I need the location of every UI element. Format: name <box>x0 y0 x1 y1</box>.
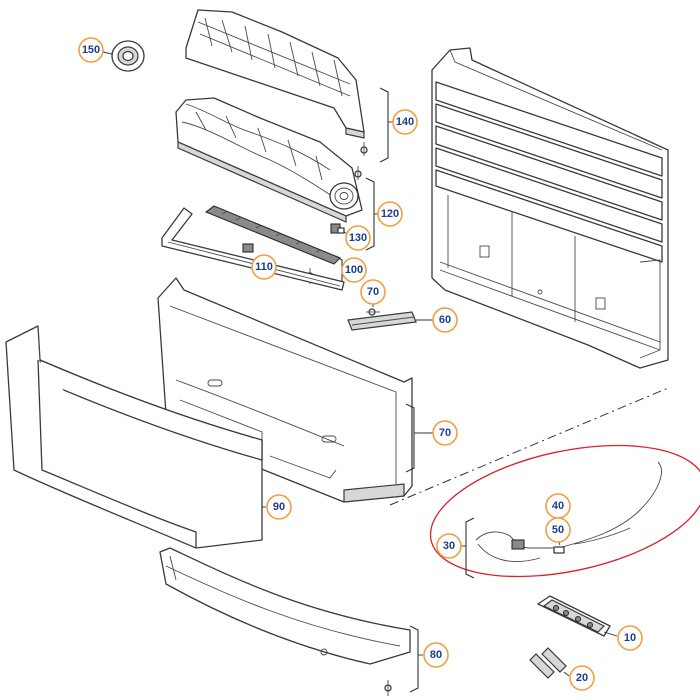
screw-part <box>366 308 380 316</box>
callout-90: 90 <box>266 494 292 520</box>
callout-140: 140 <box>392 109 418 135</box>
svg-text:50: 50 <box>552 524 564 536</box>
svg-text:100: 100 <box>345 264 363 276</box>
svg-text:70: 70 <box>439 427 451 439</box>
callout-110: 110 <box>251 254 277 280</box>
callout-60: 60 <box>432 307 458 333</box>
wiring-highlight <box>429 444 700 578</box>
svg-text:10: 10 <box>624 632 636 644</box>
knob-part <box>111 40 145 72</box>
mesh-screen-part <box>5 325 263 549</box>
callout-80: 80 <box>423 642 449 668</box>
log-bed-part <box>175 97 363 223</box>
callout-70-panel: 70 <box>432 420 458 446</box>
svg-text:120: 120 <box>381 208 399 220</box>
svg-text:70: 70 <box>367 286 379 298</box>
callout-50: 50 <box>545 517 571 543</box>
svg-text:140: 140 <box>396 116 414 128</box>
top-log-part <box>185 9 368 156</box>
callout-30: 30 <box>436 533 462 559</box>
svg-text:80: 80 <box>430 649 442 661</box>
svg-text:40: 40 <box>552 500 564 512</box>
svg-text:130: 130 <box>349 232 367 244</box>
svg-text:30: 30 <box>443 540 455 552</box>
callout-100: 100 <box>341 257 367 283</box>
callout-40: 40 <box>545 493 571 519</box>
alignment-line <box>389 387 669 506</box>
bottom-trim-part <box>159 547 411 696</box>
batteries-part <box>529 647 567 679</box>
svg-text:150: 150 <box>82 44 100 56</box>
svg-text:110: 110 <box>255 261 273 273</box>
callout-130: 130 <box>345 225 371 251</box>
callout-20: 20 <box>569 665 595 691</box>
callout-70-screw: 70 <box>360 279 386 305</box>
clip-part <box>330 223 345 234</box>
wiring-harness-part <box>475 461 662 562</box>
callout-150: 150 <box>78 37 104 63</box>
trim-bar-part <box>347 311 417 331</box>
callout-10: 10 <box>617 625 643 651</box>
back-panel <box>431 47 669 369</box>
svg-text:20: 20 <box>576 672 588 684</box>
remote-control-part <box>537 595 611 637</box>
svg-text:60: 60 <box>439 314 451 326</box>
callout-120: 120 <box>377 201 403 227</box>
svg-text:90: 90 <box>273 501 285 513</box>
